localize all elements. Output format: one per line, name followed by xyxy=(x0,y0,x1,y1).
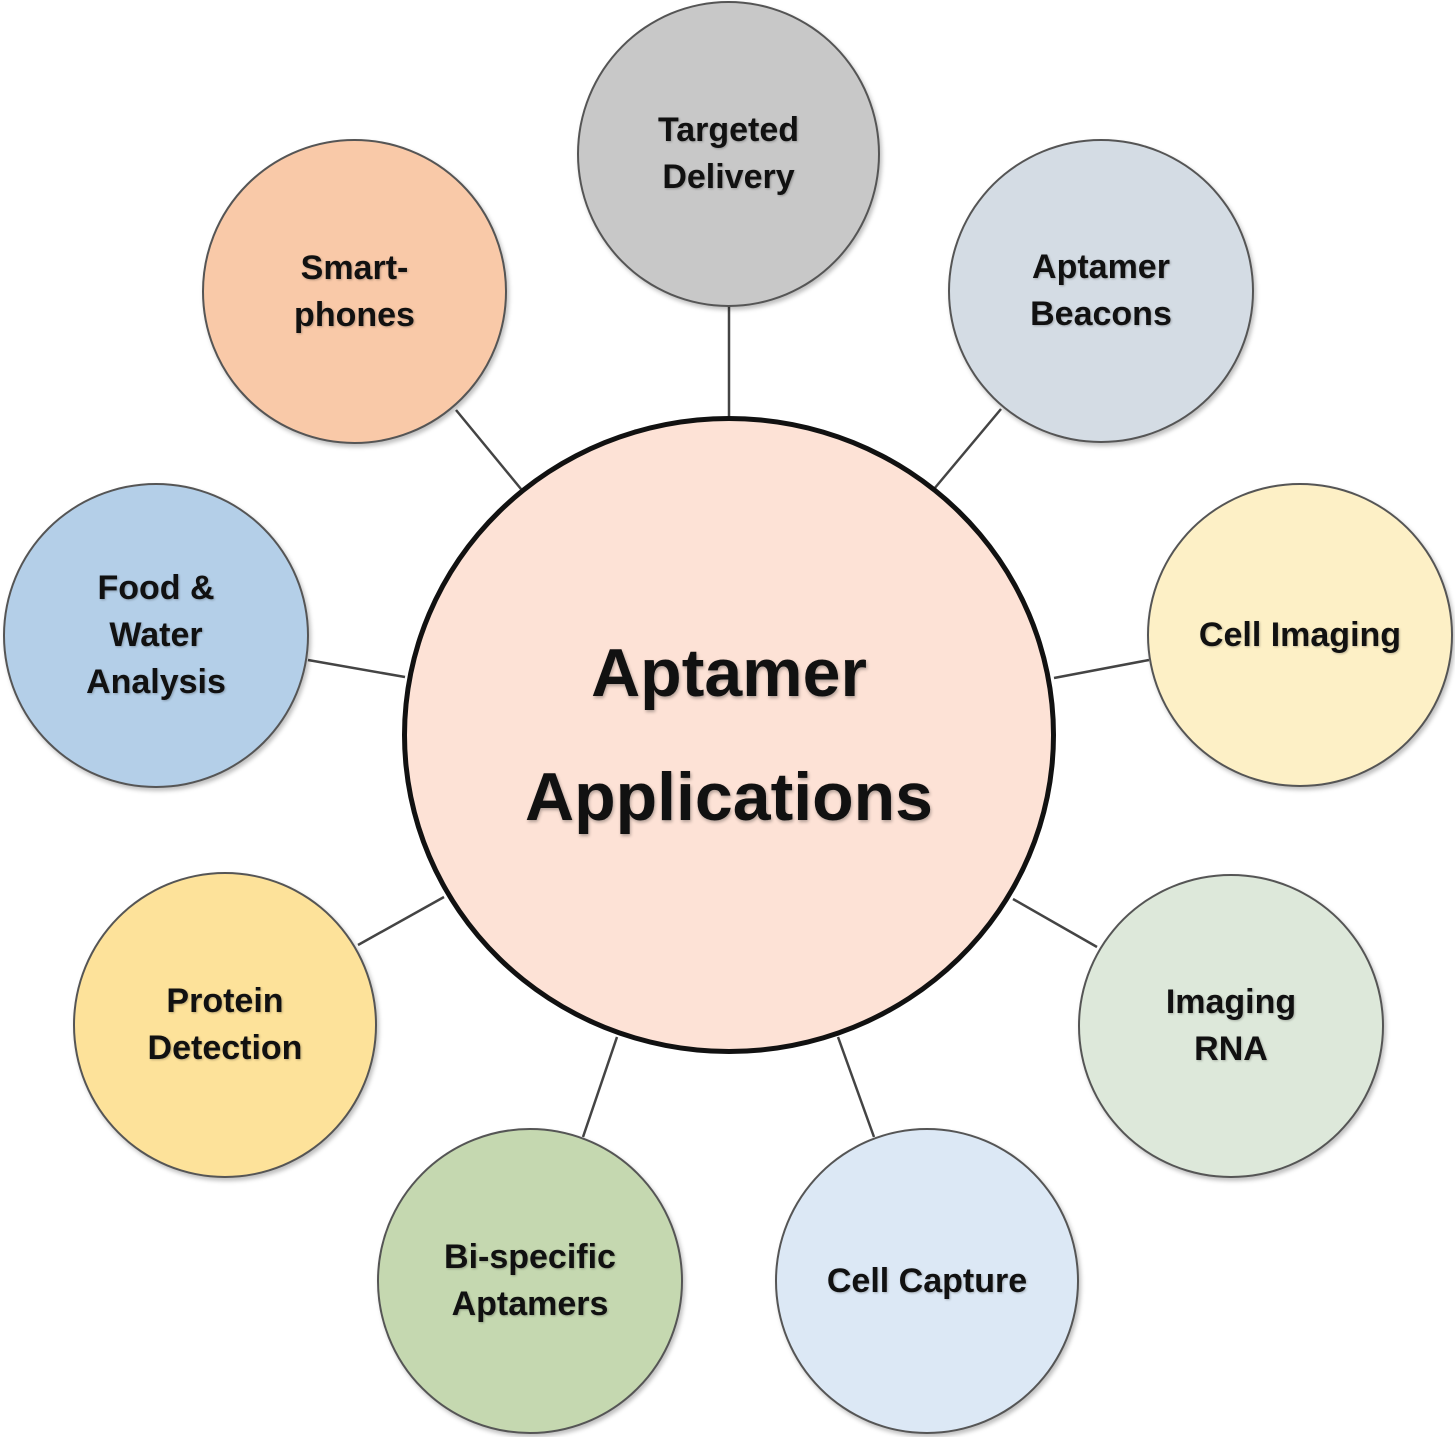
connector-aptamer-beacons xyxy=(933,408,1002,490)
node-protein-detection: Protein Detection xyxy=(73,872,377,1178)
node-label-food-water-analysis: Food & Water Analysis xyxy=(86,569,226,701)
connector-cell-imaging xyxy=(1053,658,1150,680)
node-imaging-rna: Imaging RNA xyxy=(1078,874,1384,1178)
node-aptamer-beacons: Aptamer Beacons xyxy=(948,139,1254,443)
node-label-cell-capture: Cell Capture xyxy=(826,1261,1028,1300)
connector-food-water-analysis xyxy=(307,658,406,679)
node-label-imaging-rna: Imaging RNA xyxy=(1165,983,1297,1068)
connector-smartphones xyxy=(455,409,522,490)
node-bi-specific-aptamers: Bi-specific Aptamers xyxy=(377,1128,683,1434)
node-cell-imaging: Cell Imaging xyxy=(1147,483,1453,787)
node-cell-capture: Cell Capture xyxy=(775,1128,1079,1434)
connector-protein-detection xyxy=(357,895,445,947)
node-label-cell-imaging: Cell Imaging xyxy=(1198,615,1402,654)
node-label-smartphones: Smart- phones xyxy=(294,248,415,334)
connector-cell-capture xyxy=(836,1036,876,1138)
node-label-aptamer-beacons: Aptamer Beacons xyxy=(1030,248,1172,333)
node-label-bi-specific-aptamers: Bi-specific Aptamers xyxy=(444,1238,616,1323)
node-label-protein-detection: Protein Detection xyxy=(147,982,303,1067)
center-node-aptamer-applications: Aptamer Applications xyxy=(402,416,1056,1054)
node-label-targeted-delivery: Targeted Delivery xyxy=(657,111,800,196)
node-targeted-delivery: Targeted Delivery xyxy=(577,1,880,307)
connector-bi-specific-aptamers xyxy=(581,1036,619,1138)
node-smartphones: Smart- phones xyxy=(202,139,507,444)
center-node-label: Aptamer Applications xyxy=(524,635,934,835)
connector-imaging-rna xyxy=(1012,897,1098,949)
node-food-water-analysis: Food & Water Analysis xyxy=(3,483,309,788)
